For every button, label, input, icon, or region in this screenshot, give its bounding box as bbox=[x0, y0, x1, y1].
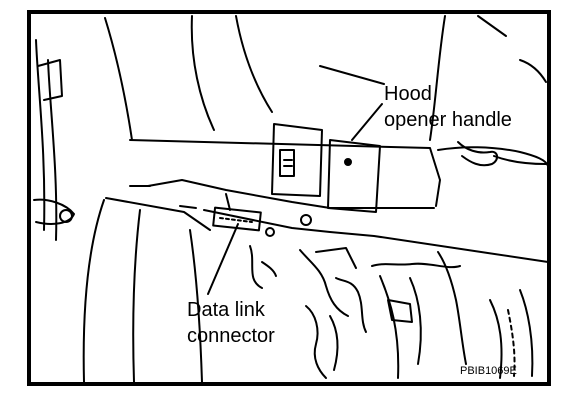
dlc-label-line1: Data link bbox=[187, 299, 266, 321]
dlc-label-line2: connector bbox=[187, 325, 275, 347]
dlc-leader-line bbox=[207, 223, 239, 295]
vehicle-interior-drawing bbox=[33, 15, 549, 383]
hood-label-line2: opener handle bbox=[384, 109, 512, 131]
hood-leader-line bbox=[351, 103, 383, 141]
figure-code: PBIB1069E bbox=[460, 365, 517, 377]
diagram-frame bbox=[27, 10, 551, 386]
hood-label-line1: Hood bbox=[384, 83, 432, 105]
